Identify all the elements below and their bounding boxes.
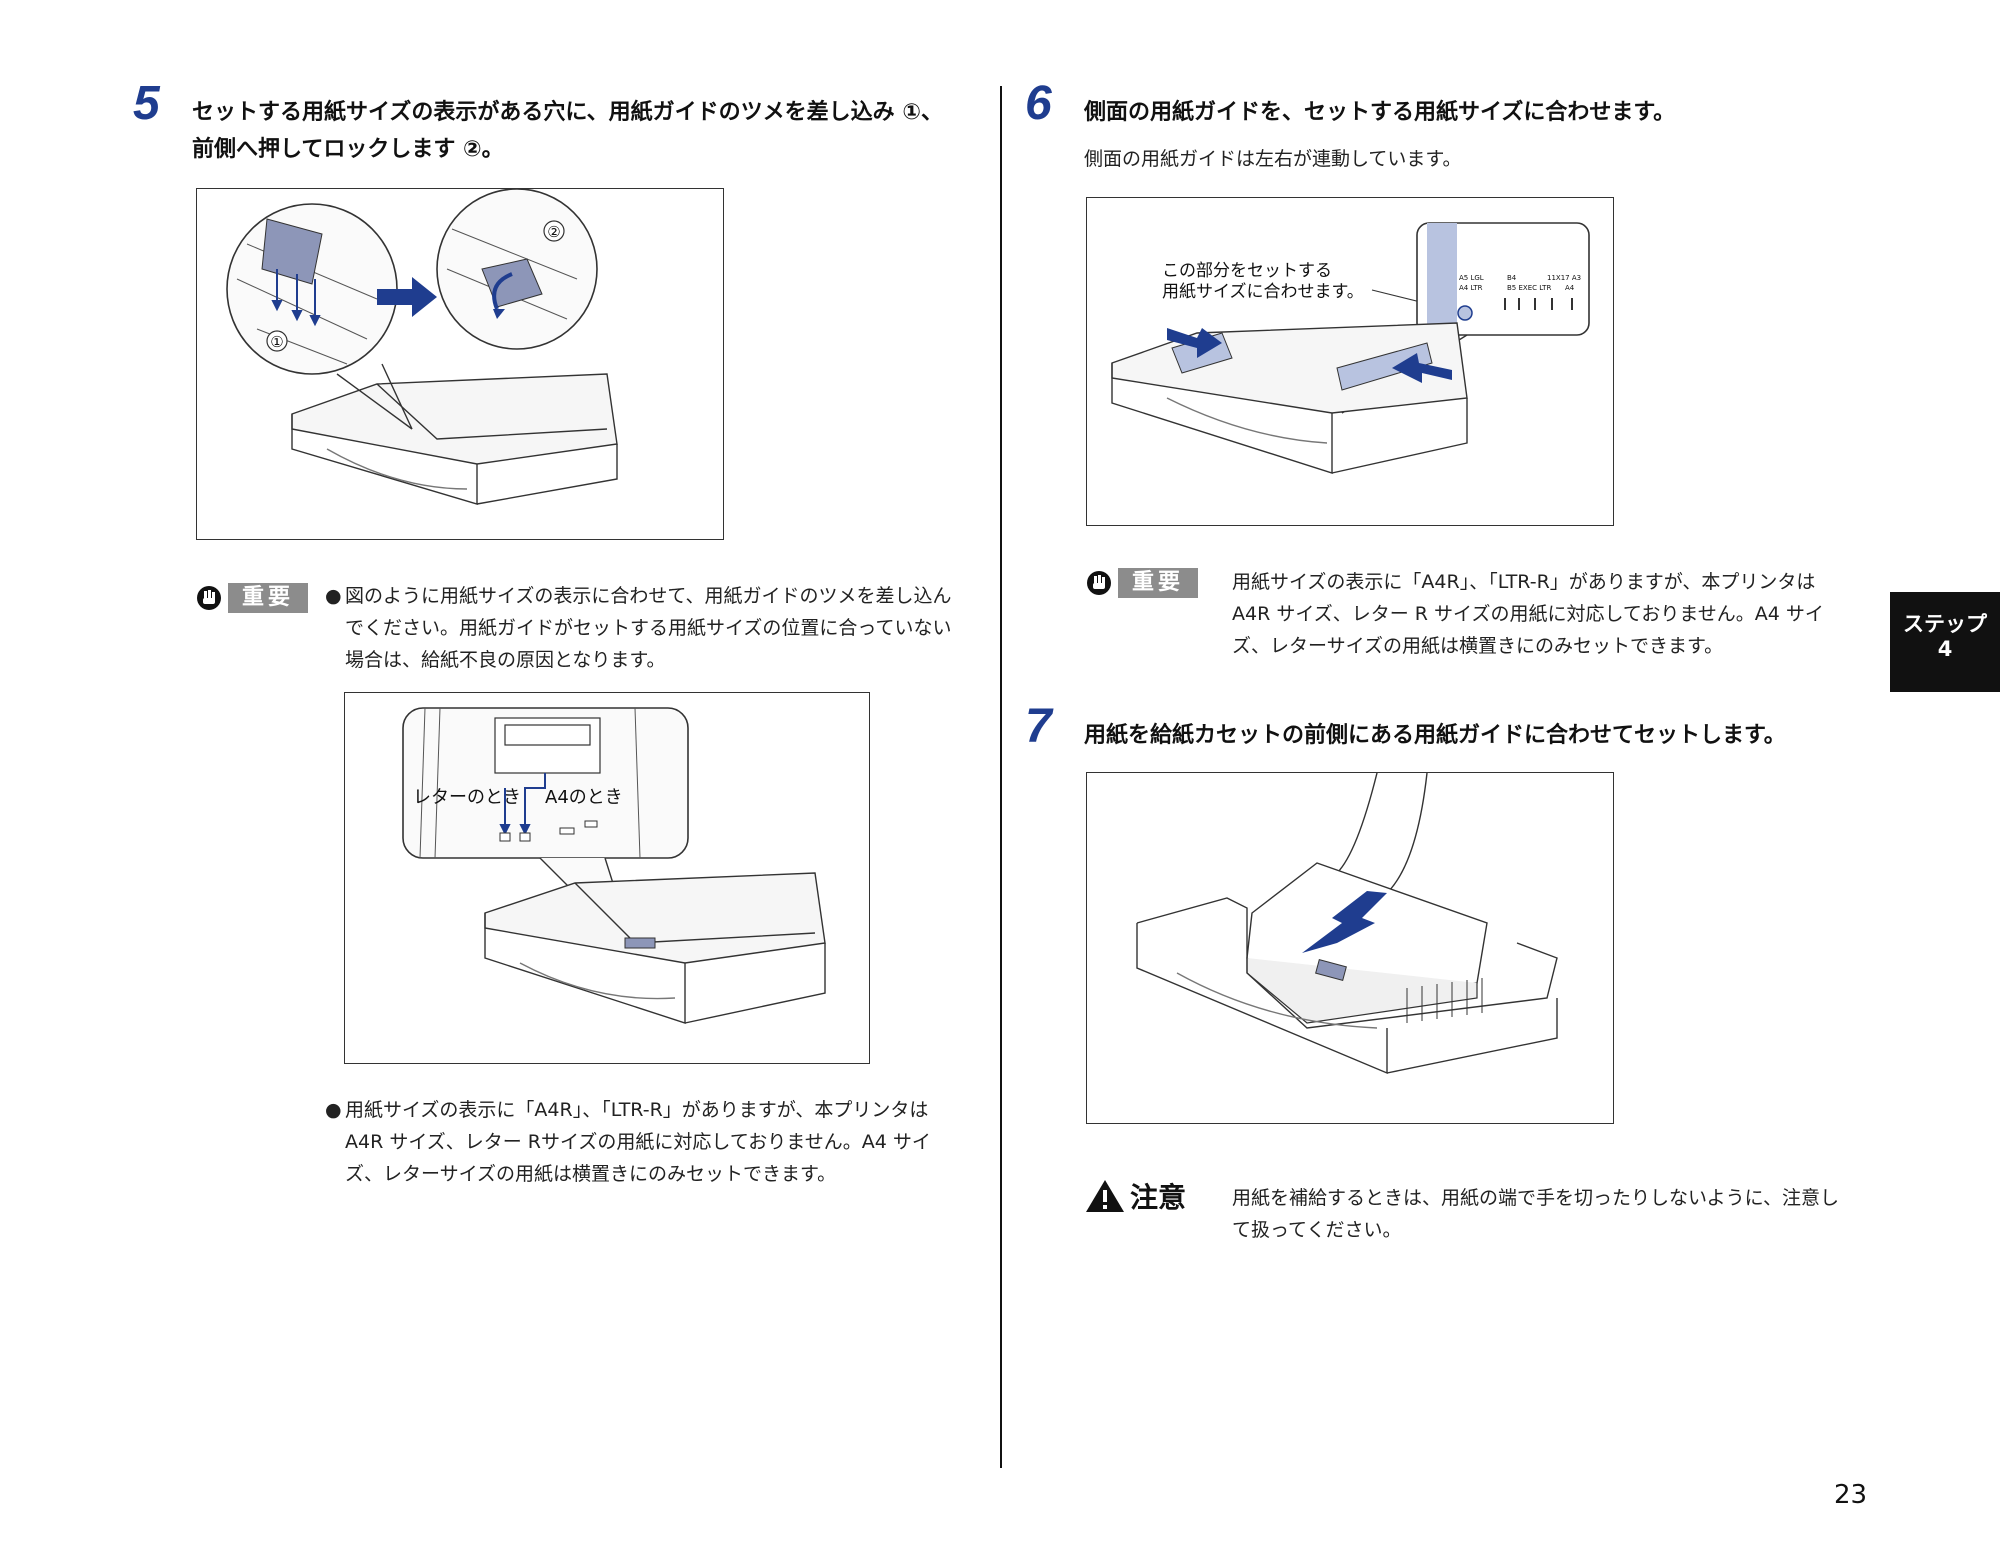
a4-label: A4のとき [545, 787, 623, 808]
scale-a5: A5 LGL [1459, 274, 1484, 282]
step-7-figure [1086, 772, 1614, 1124]
note-line: ズ、レターサイズの用紙は横置きにのみセットできます。 [345, 1163, 837, 1185]
scale-b5: B5 EXEC LTR [1507, 284, 1551, 292]
note-line: 図のように用紙サイズの表示に合わせて、用紙ガイドのツメを差し込ん [345, 585, 952, 607]
column-divider [1000, 86, 1002, 1468]
callout-line1: この部分をセットする [1162, 261, 1332, 281]
figure-label-1: ① [270, 333, 283, 351]
note-line: ズ、レターサイズの用紙は横置きにのみセットできます。 [1232, 635, 1724, 657]
important-badge-step6: 重要 [1086, 568, 1199, 600]
caution-line: 用紙を補給するときは、用紙の端で手を切ったりしないように、注意し [1232, 1187, 1840, 1209]
step-6-title: 側面の用紙ガイドを、セットする用紙サイズに合わせます。 [1084, 100, 1676, 125]
step-number-6: 6 [1025, 77, 1052, 130]
scale-a4: A4 LTR [1459, 284, 1483, 292]
step-6-figure: この部分をセットする 用紙サイズに合わせます。 A5 LGL A4 LTR B4… [1086, 197, 1614, 526]
step-5-title-line1: セットする用紙サイズの表示がある穴に、用紙ガイドのツメを差し込み ①、 [192, 100, 943, 125]
step-7-illustration [1136, 773, 1558, 1075]
side-tab-number: 4 [1937, 637, 1953, 661]
step-number-7: 7 [1025, 700, 1052, 753]
guide-position-figure: レターのとき A4のとき [344, 692, 870, 1064]
step-number-5: 5 [133, 77, 160, 130]
note-line: A4R サイズ、レター R サイズの用紙に対応しておりません。A4 サイ [1232, 603, 1824, 625]
bullet: ● [325, 1099, 342, 1121]
caution-line: て扱ってください。 [1232, 1219, 1402, 1241]
note-line: 場合は、給紙不良の原因となります。 [345, 649, 666, 671]
caution-label: 注意 [1130, 1181, 1187, 1214]
bullet: ● [325, 585, 342, 607]
important-badge-step5: 重要 [196, 583, 309, 615]
figure-label-2: ② [547, 223, 560, 241]
guide-position-illustration: レターのとき A4のとき [402, 707, 826, 1024]
side-tab-label: ステップ [1903, 612, 1987, 636]
scale-11x17: 11X17 A3 [1547, 274, 1581, 282]
hand-icon [1087, 571, 1111, 595]
step-5-title: セットする用紙サイズの表示がある穴に、用紙ガイドのツメを差し込み ①、 前側へ押… [192, 94, 992, 168]
note-line: 用紙サイズの表示に「A4R」、「LTR-R」がありますが、本プリンタは [345, 1099, 929, 1121]
step-5-note-bullet2: ● 用紙サイズの表示に「A4R」、「LTR-R」がありますが、本プリンタは A4… [325, 1094, 985, 1190]
step-5-title-line2: 前側へ押してロックします ②。 [192, 137, 504, 162]
step-side-tab: ステップ 4 [1890, 592, 2000, 692]
note-line: でください。用紙ガイドがセットする用紙サイズの位置に合っていない [345, 617, 952, 639]
scale-a4b: A4 [1565, 284, 1575, 292]
important-label: 重要 [1118, 568, 1199, 598]
caution-badge: 注意 [1084, 1176, 1186, 1216]
step-6-illustration: この部分をセットする 用紙サイズに合わせます。 A5 LGL A4 LTR B4… [1111, 222, 1590, 474]
step-7-caution-text: 用紙を補給するときは、用紙の端で手を切ったりしないように、注意し て扱ってくださ… [1232, 1182, 1882, 1246]
scale-b4: B4 [1507, 274, 1517, 282]
step-5-illustration: ① ② [226, 189, 618, 505]
note-line: A4R サイズ、レター Rサイズの用紙に対応しておりません。A4 サイ [345, 1131, 931, 1153]
note-line: 用紙サイズの表示に「A4R」、「LTR-R」がありますが、本プリンタは [1232, 571, 1816, 593]
callout-line2: 用紙サイズに合わせます。 [1162, 282, 1364, 302]
hand-icon [197, 586, 221, 610]
step-7-title: 用紙を給紙カセットの前側にある用紙ガイドに合わせてセットします。 [1084, 723, 1786, 748]
warning-icon [1086, 1180, 1124, 1212]
step-5-important-note: ● 図のように用紙サイズの表示に合わせて、用紙ガイドのツメを差し込ん でください… [325, 580, 985, 676]
important-label: 重要 [228, 583, 309, 613]
letter-label: レターのとき [413, 787, 521, 808]
step-6-description: 側面の用紙ガイドは左右が連動しています。 [1084, 148, 1462, 170]
step-6-important-note: 用紙サイズの表示に「A4R」、「LTR-R」がありますが、本プリンタは A4R … [1232, 566, 1882, 662]
page-number: 23 [1834, 1480, 1868, 1510]
step-5-figure: ① ② [196, 188, 724, 540]
